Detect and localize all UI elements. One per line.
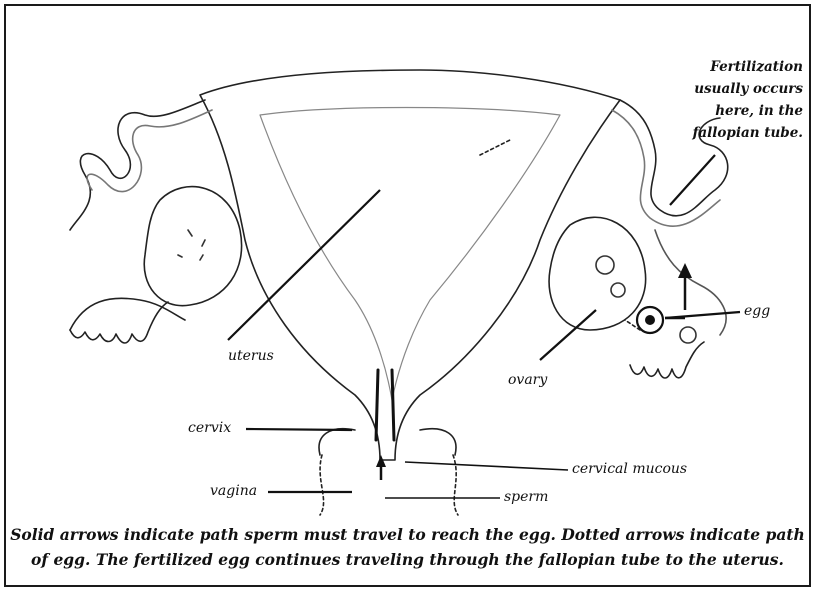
label-ovary: ovary bbox=[508, 373, 547, 387]
uterus-leader bbox=[228, 190, 380, 340]
fertilization-leader bbox=[670, 155, 715, 205]
left-fallopian-tube bbox=[70, 100, 205, 230]
label-uterus: uterus bbox=[228, 349, 274, 363]
left-fimbriae bbox=[70, 302, 168, 343]
label-cervical-mucous: cervical mucous bbox=[572, 462, 687, 476]
uterus-outline bbox=[200, 70, 620, 460]
label-sperm: sperm bbox=[504, 490, 548, 504]
label-egg: egg bbox=[744, 304, 770, 318]
cervical-mucous-leader bbox=[405, 462, 568, 470]
label-cervix: cervix bbox=[188, 421, 231, 435]
egg-leader bbox=[665, 312, 740, 318]
diagram-caption: Solid arrows indicate path sperm must tr… bbox=[10, 522, 805, 572]
right-fimbriae bbox=[630, 342, 704, 378]
uterine-cavity bbox=[260, 108, 560, 401]
left-ovary bbox=[144, 187, 241, 306]
cervix-leader bbox=[246, 429, 352, 430]
ovary-leader bbox=[540, 310, 596, 360]
cervical-canal bbox=[376, 370, 394, 440]
cervix-outline bbox=[319, 429, 456, 455]
right-ovary bbox=[549, 217, 646, 330]
fertilization-note: Fertilization usually occurs here, in th… bbox=[663, 56, 803, 144]
label-vagina: vagina bbox=[210, 484, 257, 498]
